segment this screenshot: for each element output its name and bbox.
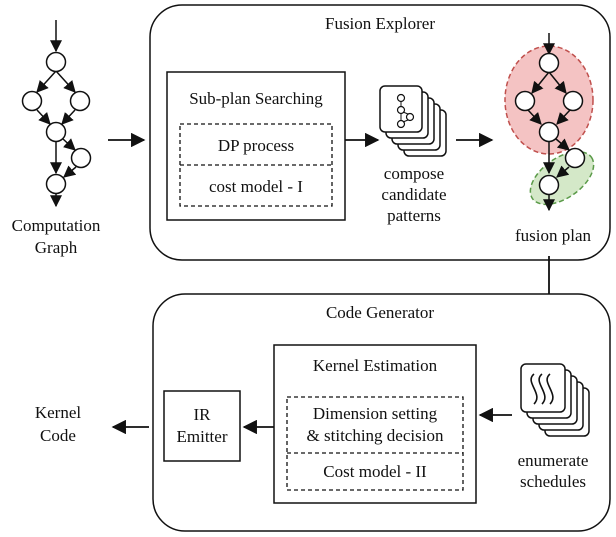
schedule-cards-icon: [520, 363, 590, 437]
subplan-searching-title: Sub-plan Searching: [189, 89, 323, 108]
computation-graph-label-1: Computation: [12, 216, 101, 235]
kernel-estimation-title: Kernel Estimation: [313, 356, 438, 375]
graph-node: [45, 51, 67, 73]
dimension-setting-label-1: Dimension setting: [313, 404, 438, 423]
cost-model-1-label: cost model - I: [209, 177, 303, 196]
subplan-searching-box: [166, 71, 346, 221]
ir-emitter-label-2: Emitter: [177, 427, 228, 446]
compose-label-3: patterns: [387, 206, 441, 225]
kernel-code-output: Kernel Code: [35, 403, 82, 445]
graph-node: [45, 173, 67, 195]
dp-process-label: DP process: [218, 136, 294, 155]
fusion-plan-label: fusion plan: [515, 226, 592, 245]
compose-label-2: candidate: [381, 185, 446, 204]
fusion-group-red: [504, 45, 594, 155]
kernel-estimation-box: [273, 344, 477, 504]
graph-node: [45, 121, 67, 143]
enumerate-label-1: enumerate: [518, 451, 589, 470]
code-generator-panel: Code Generator Kernel Estimation Dimensi…: [152, 293, 611, 532]
kernel-code-label-2: Code: [40, 426, 76, 445]
kernel-code-label-1: Kernel: [35, 403, 82, 422]
graph-node: [69, 90, 91, 112]
graph-node: [70, 147, 92, 169]
fusion-plan-graph: [504, 33, 595, 212]
dimension-setting-label-2: & stitching decision: [307, 426, 444, 445]
cost-model-2-label: Cost model - II: [323, 462, 427, 481]
ir-emitter-label-1: IR: [194, 405, 212, 424]
compose-label-1: compose: [384, 164, 444, 183]
graph-node: [21, 90, 43, 112]
computation-graph-label-2: Graph: [35, 238, 78, 257]
kernel-inner-dashed-box: [286, 396, 464, 491]
computation-graph: Computation Graph: [12, 20, 101, 257]
ir-emitter-box: [163, 390, 241, 462]
fusion-explorer-title: Fusion Explorer: [325, 14, 435, 33]
fusion-explorer-panel: Fusion Explorer Sub-plan Searching DP pr…: [149, 4, 611, 261]
code-generator-title: Code Generator: [326, 303, 434, 322]
enumerate-label-2: schedules: [520, 472, 586, 491]
pattern-cards-icon: [379, 85, 447, 157]
